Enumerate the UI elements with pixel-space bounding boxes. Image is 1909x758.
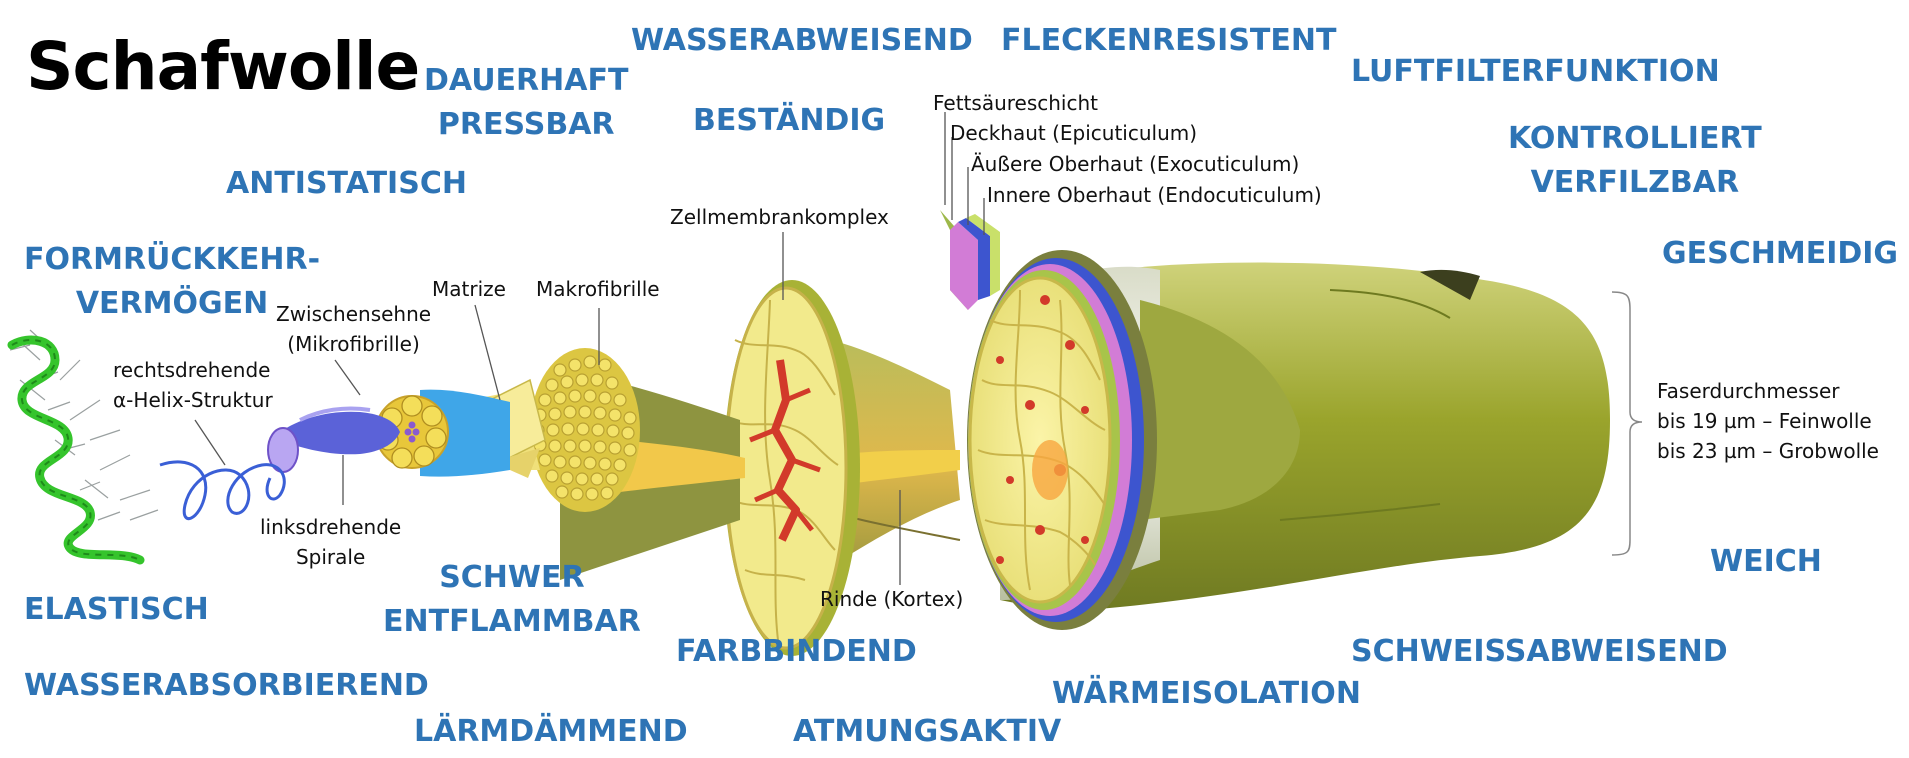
- fiber-cross-section: [967, 250, 1157, 630]
- label-faserdurchmesser: Faserdurchmesser bis 19 µm – Feinwolle b…: [1657, 376, 1879, 466]
- property-schwer-line2: ENTFLAMMBAR: [383, 604, 641, 639]
- label-aeussere-oberhaut: Äußere Oberhaut (Exocuticulum): [971, 152, 1300, 176]
- label-helix-line2: α-Helix-Struktur: [113, 388, 273, 412]
- property-antistatisch: ANTISTATISCH: [226, 166, 467, 201]
- property-laermdaemmend: LÄRMDÄMMEND: [414, 714, 688, 749]
- label-spirale-line2: Spirale: [295, 545, 366, 569]
- left-handed-spiral: [267, 406, 400, 473]
- leader-lines: [194, 112, 985, 585]
- label-rinde: Rinde (Kortex): [820, 587, 964, 611]
- alpha-helix-molecule: [7, 329, 159, 565]
- label-faserdurchmesser-line2: bis 19 µm – Feinwolle: [1657, 409, 1872, 433]
- property-schweissabweisend: SCHWEISSABWEISEND: [1351, 634, 1728, 669]
- property-kontrolliert-line2: VERFILZBAR: [1530, 165, 1740, 200]
- property-formrueckkehr-line1: FORMRÜCKKEHR-: [24, 242, 321, 277]
- property-wasserabsorbierend: WASSERABSORBIEREND: [24, 668, 429, 703]
- property-farbbindend: FARBBINDEND: [676, 634, 917, 669]
- cuticle-layers-flap: [940, 210, 1000, 310]
- label-spirale: linksdrehende Spirale: [260, 512, 401, 572]
- property-elastisch: ELASTISCH: [24, 592, 209, 627]
- diameter-bracket: [1611, 291, 1643, 556]
- right-handed-coil: [159, 460, 286, 521]
- property-atmungsaktiv: ATMUNGSAKTIV: [793, 714, 1062, 749]
- macrofibril-disc: [530, 348, 640, 512]
- property-dauerhaft-pressbar: DAUERHAFT PRESSBAR: [424, 59, 628, 147]
- label-spirale-line1: linksdrehende: [260, 515, 402, 539]
- property-kontrolliert-verfilzbar: KONTROLLIERT VERFILZBAR: [1508, 117, 1762, 205]
- property-dauerhaft-line2: PRESSBAR: [437, 107, 615, 142]
- label-zellmembrankomplex: Zellmembrankomplex: [670, 205, 889, 229]
- property-schwer-entflammbar: SCHWER ENTFLAMMBAR: [383, 556, 641, 644]
- property-dauerhaft-line1: DAUERHAFT: [424, 63, 629, 98]
- property-fleckenresistent: FLECKENRESISTENT: [1001, 23, 1337, 58]
- property-waermeisolation: WÄRMEISOLATION: [1052, 676, 1361, 711]
- property-formrueckkehr: FORMRÜCKKEHR- VERMÖGEN: [24, 238, 320, 326]
- property-schwer-line1: SCHWER: [439, 560, 585, 595]
- label-makrofibrille: Makrofibrille: [536, 277, 660, 301]
- label-zwischensehne: Zwischensehne (Mikrofibrille): [276, 299, 431, 359]
- property-kontrolliert-line1: KONTROLLIERT: [1508, 121, 1762, 156]
- cell-membrane-disc: [724, 280, 860, 656]
- property-weich: WEICH: [1710, 544, 1822, 579]
- label-faserdurchmesser-line3: bis 23 µm – Grobwolle: [1657, 439, 1879, 463]
- property-formrueckkehr-line2: VERMÖGEN: [75, 286, 269, 321]
- label-matrize: Matrize: [432, 277, 506, 301]
- label-fettsaeureschicht: Fettsäureschicht: [933, 91, 1098, 115]
- property-bestaendig: BESTÄNDIG: [693, 103, 886, 138]
- property-geschmeidig: GESCHMEIDIG: [1662, 236, 1899, 271]
- label-zwischensehne-line1: Zwischensehne: [276, 302, 432, 326]
- page-title: Schafwolle: [26, 28, 420, 105]
- label-helix-line1: rechtsdrehende: [113, 358, 271, 382]
- label-zwischensehne-line2: (Mikrofibrille): [287, 332, 420, 356]
- label-innere-oberhaut: Innere Oberhaut (Endocuticulum): [987, 183, 1322, 207]
- property-luftfilterfunktion: LUFTFILTERFUNKTION: [1351, 54, 1720, 89]
- property-wasserabweisend: WASSERABWEISEND: [631, 23, 973, 58]
- label-deckhaut: Deckhaut (Epicuticulum): [950, 121, 1198, 145]
- label-helix: rechtsdrehende α-Helix-Struktur: [113, 355, 273, 415]
- label-faserdurchmesser-line1: Faserdurchmesser: [1657, 379, 1840, 403]
